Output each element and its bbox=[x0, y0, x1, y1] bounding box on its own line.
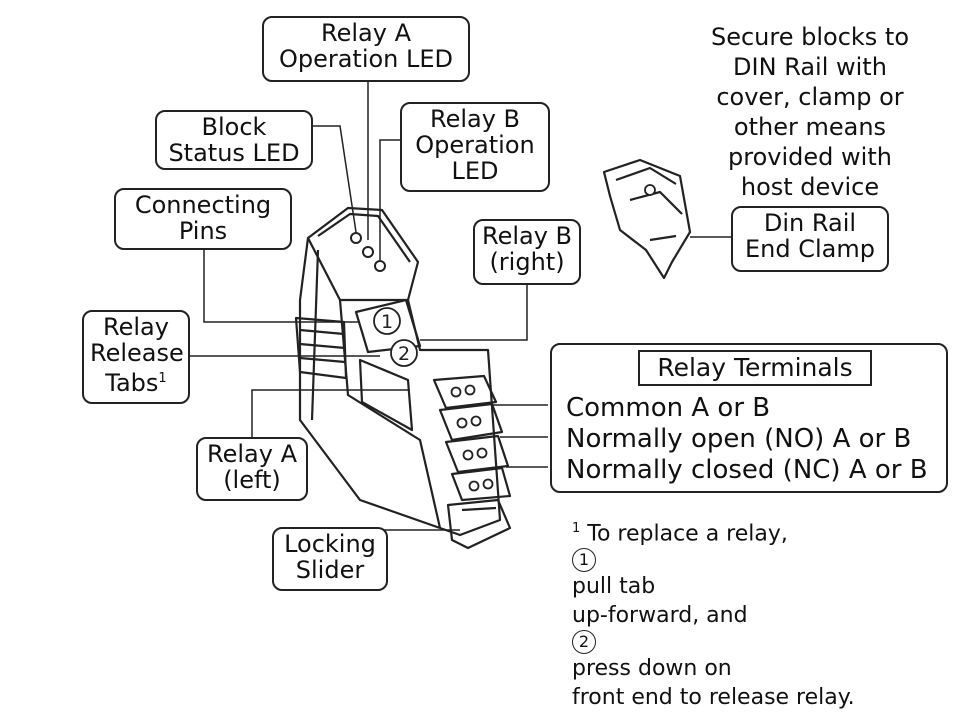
footnote-text: pull tab bbox=[572, 574, 656, 600]
footnote-line-3: front end to release relay. bbox=[572, 685, 855, 711]
label-connecting-pins: Connecting Pins bbox=[114, 188, 292, 250]
label-line: Relay B bbox=[481, 222, 573, 250]
footnote-line-1: 1 To replace a relay, 1 pull tab bbox=[572, 514, 855, 601]
label-line: Relay bbox=[103, 313, 169, 341]
label-line: Connecting bbox=[134, 191, 272, 219]
diagram-canvas: 1 2 Relay A Operation LED Block Status L… bbox=[82, 16, 948, 710]
footnote-marker: 1 bbox=[572, 521, 581, 536]
label-line: LED bbox=[451, 157, 499, 185]
step-1-circle: 1 bbox=[572, 548, 596, 573]
label-din-rail-end-clamp: Din Rail End Clamp bbox=[731, 206, 889, 272]
note-line: host device bbox=[740, 173, 880, 201]
note-line: other means bbox=[733, 113, 887, 141]
label-locking-slider: Locking Slider bbox=[272, 527, 388, 591]
label-line: Operation LED bbox=[278, 45, 454, 73]
terminal-row-normally-closed: Normally closed (NC) A or B bbox=[566, 455, 928, 485]
label-line: (right) bbox=[489, 248, 565, 276]
step-2-circle: 2 bbox=[572, 630, 596, 655]
label-relay-b-right: Relay B (right) bbox=[473, 219, 581, 285]
label-line: Slider bbox=[295, 556, 365, 584]
footnote: 1 To replace a relay, 1 pull tab up-forw… bbox=[572, 514, 855, 712]
label-relay-release-tabs: Relay Release Tabs1 bbox=[82, 310, 190, 404]
note-line: provided with bbox=[728, 143, 892, 171]
label-line: Pins bbox=[178, 217, 228, 245]
label-line: Release bbox=[90, 339, 184, 367]
label-line: Relay A bbox=[207, 440, 297, 468]
callout-step-2: 2 bbox=[398, 343, 410, 365]
note-line: Secure blocks to bbox=[710, 23, 910, 51]
label-line: Relay B bbox=[429, 105, 521, 133]
label-line: Locking bbox=[284, 530, 376, 558]
label-line: Tabs bbox=[105, 369, 159, 397]
label-line: Relay A bbox=[321, 19, 411, 47]
label-line: Status LED bbox=[168, 139, 300, 167]
label-line: Block bbox=[201, 113, 267, 141]
label-line: Operation bbox=[415, 131, 535, 159]
note-line: cover, clamp or bbox=[716, 83, 904, 111]
label-line: End Clamp bbox=[745, 235, 875, 263]
label-line: Din Rail bbox=[763, 209, 857, 237]
secure-blocks-note: Secure blocks to DIN Rail with cover, cl… bbox=[700, 22, 920, 202]
label-line: (left) bbox=[223, 466, 281, 494]
terminal-row-normally-open: Normally open (NO) A or B bbox=[566, 424, 912, 454]
label-block-status-led: Block Status LED bbox=[155, 110, 313, 170]
relay-terminals-box: Relay Terminals Common A or B Normally o… bbox=[550, 343, 948, 493]
label-relay-a-left: Relay A (left) bbox=[196, 437, 308, 501]
relay-block-illustration: 1 2 bbox=[190, 80, 731, 550]
note-line: DIN Rail with bbox=[733, 53, 887, 81]
footnote-text: To replace a relay, bbox=[580, 521, 788, 547]
footnote-text: press down on bbox=[572, 656, 732, 682]
footnote-marker: 1 bbox=[158, 371, 167, 386]
callout-step-1: 1 bbox=[381, 311, 393, 333]
relay-terminals-title: Relay Terminals bbox=[638, 350, 872, 386]
footnote-text: up-forward, and bbox=[572, 603, 748, 629]
label-relay-b-operation-led: Relay B Operation LED bbox=[400, 102, 550, 192]
label-relay-a-operation-led: Relay A Operation LED bbox=[262, 16, 470, 82]
terminal-row-common: Common A or B bbox=[566, 393, 771, 423]
label-line-with-footnote: Tabs1 bbox=[90, 366, 182, 396]
